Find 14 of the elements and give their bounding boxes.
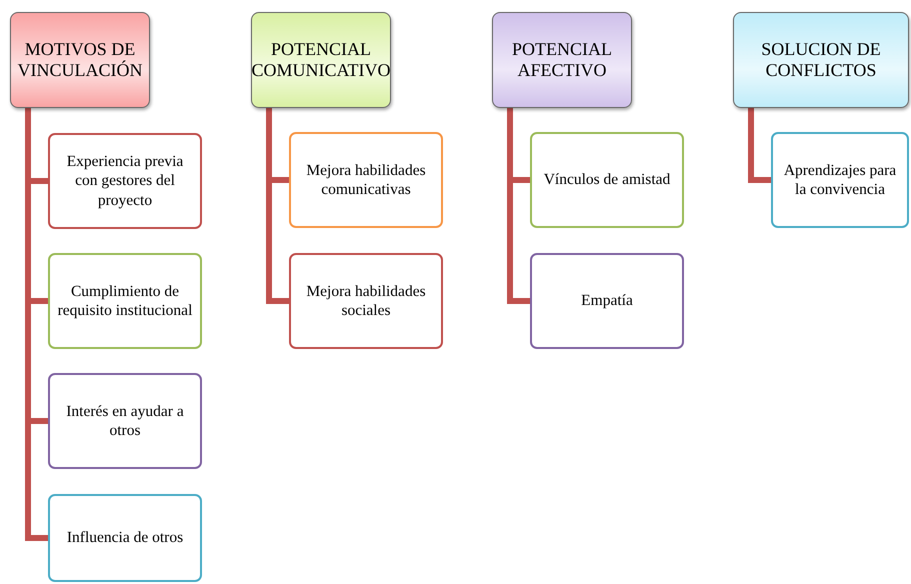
item-box: Empatía <box>530 253 684 349</box>
category-header-box: POTENCIAL AFECTIVO <box>492 12 632 108</box>
item-box: Cumplimiento de requisito institucional <box>48 253 202 349</box>
item-box: Mejora habilidades comunicativas <box>289 132 443 228</box>
item-box: Interés en ayudar a otros <box>48 373 202 469</box>
item-box: Vínculos de amistad <box>530 132 684 228</box>
item-box: Influencia de otros <box>48 494 202 582</box>
category-header-box: POTENCIAL COMUNICATIVO <box>251 12 391 108</box>
item-box: Mejora habilidades sociales <box>289 253 443 349</box>
item-box: Aprendizajes para la convivencia <box>771 132 909 228</box>
category-header-box: SOLUCION DE CONFLICTOS <box>733 12 909 108</box>
connector-line <box>748 108 771 183</box>
item-box: Experiencia previa con gestores del proyecto <box>48 133 202 229</box>
category-header-box: MOTIVOS DE VINCULACIÓN <box>10 12 150 108</box>
